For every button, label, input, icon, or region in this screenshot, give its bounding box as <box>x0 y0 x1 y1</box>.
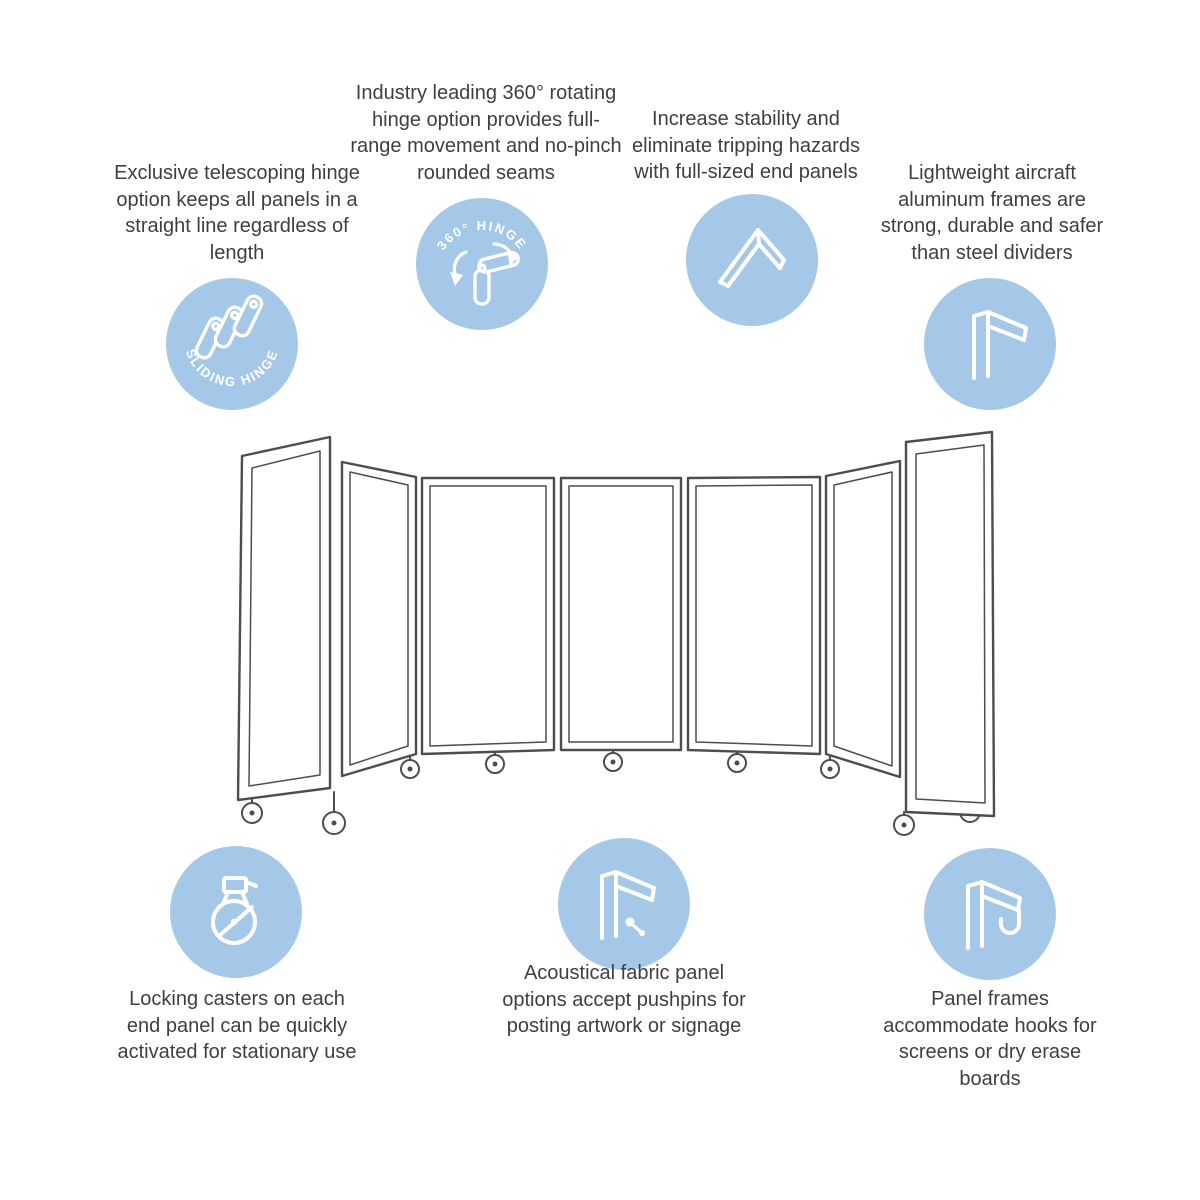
aluminum-frame-icon <box>924 278 1056 410</box>
feature-text-rotating-hinge: Industry leading 360° rotating hinge opt… <box>350 82 622 184</box>
feature-text-end-panels: Increase stability and eliminate trippin… <box>632 108 860 184</box>
room-divider-illustration <box>200 420 1000 850</box>
feature-text-aluminum-frames: Lightweight aircraft aluminum frames are… <box>880 162 1104 264</box>
feature-text-acoustical-panels: Acoustical fabric panel options accept p… <box>502 962 746 1038</box>
feature-text-telescoping-hinge: Exclusive telescoping hinge option keeps… <box>114 162 360 264</box>
feature-text-locking-casters: Locking casters on each end panel can be… <box>117 988 357 1064</box>
hook-panel-icon <box>924 848 1056 980</box>
locking-caster-icon <box>170 846 302 978</box>
360-hinge-icon: 360° HINGE <box>416 198 548 330</box>
feature-text-panel-hooks: Panel frames accommodate hooks for scree… <box>883 988 1097 1090</box>
pushpin-panel-icon <box>558 838 690 970</box>
sliding-hinge-icon: SLIDING HINGE <box>166 278 298 410</box>
end-panel-icon <box>686 194 818 326</box>
